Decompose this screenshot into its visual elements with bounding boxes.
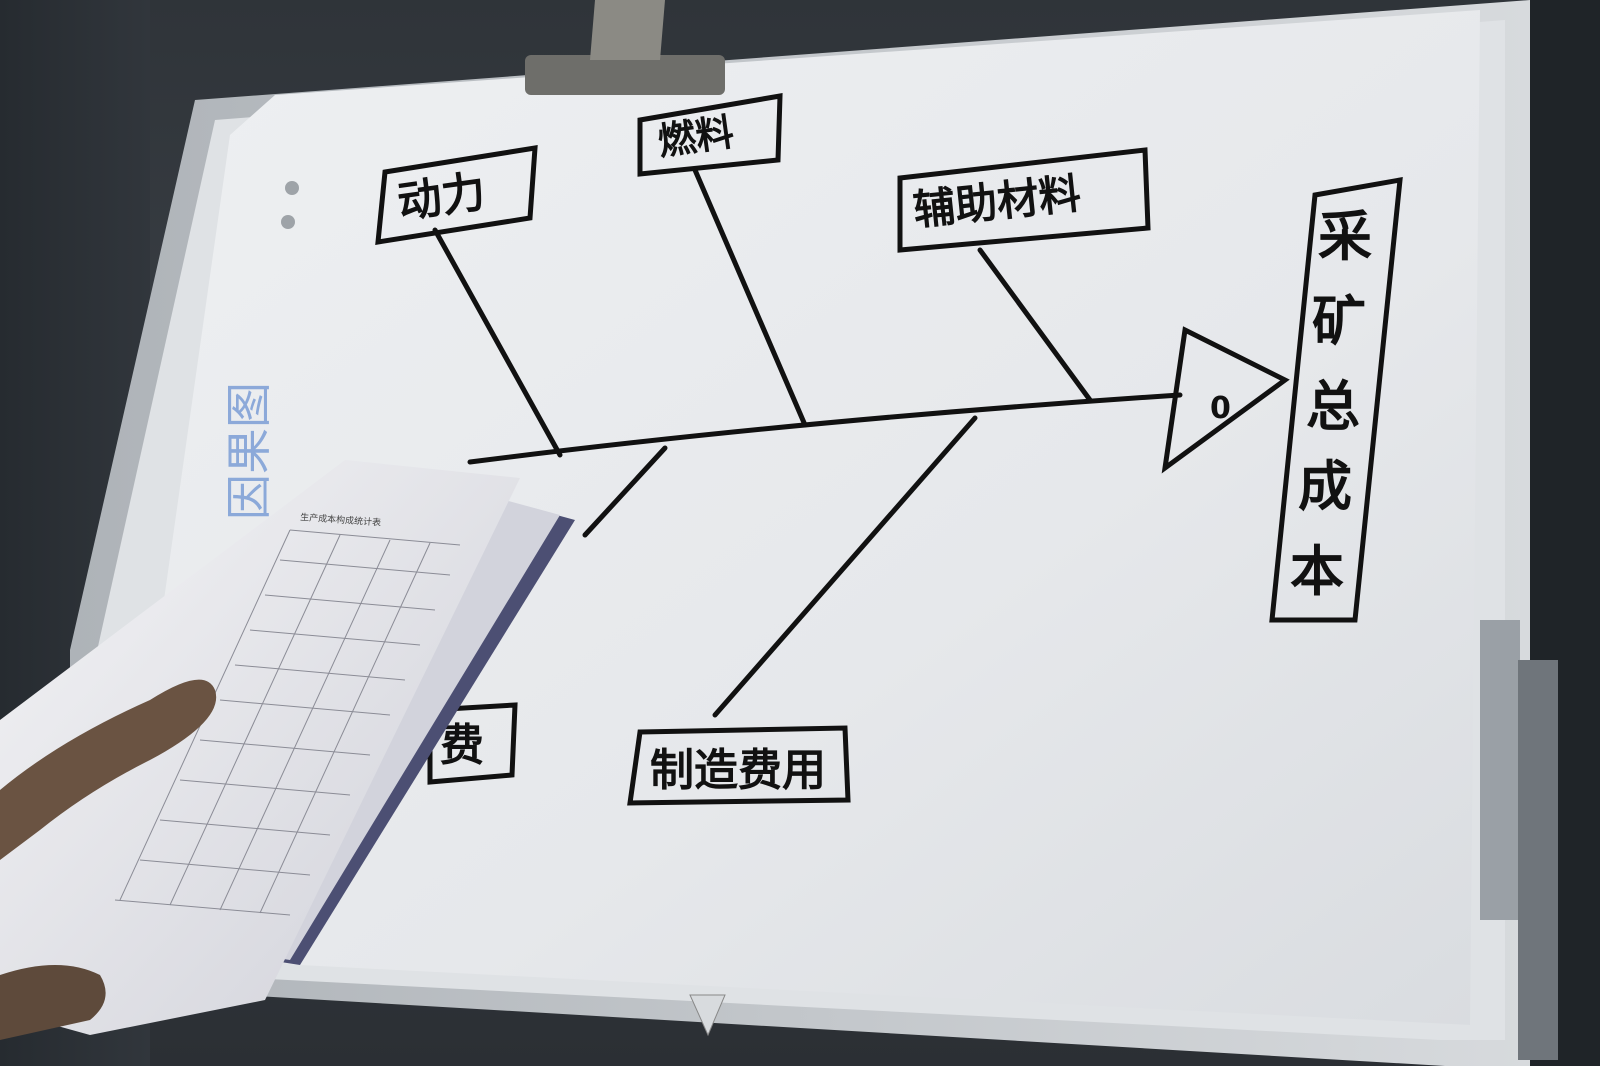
effect-char-5: 本 [1290,540,1344,603]
cause-label-power: 动力 [394,166,488,229]
tray-tab [689,994,726,1037]
effect-char-4: 成 [1298,455,1352,518]
cause-box-top-2 [637,93,783,177]
effect-char-2: 矿 [1312,290,1366,353]
hand-thumb [0,965,106,1040]
side-blue-writing: 因果图 [222,382,276,520]
hand [0,679,217,1040]
effect-char-1: 采 [1318,205,1372,268]
fishbone-diagram [375,93,1403,806]
cause-box-bottom-1 [427,702,518,785]
punch-hole [285,181,299,195]
handout-stack: 生产成本构成统计表 [0,460,575,1035]
fishbone-head [1161,326,1290,474]
rib-top-1 [432,227,563,458]
board-bracket [1480,620,1520,920]
head-mark: 0 [1210,391,1231,426]
punch-hole [281,215,295,229]
board-clip [525,0,725,95]
rib-bottom-1 [582,445,668,538]
effect-label: 采 矿 总 成 本 [1290,205,1372,603]
handout-top-sheet [0,460,520,1035]
effect-box [1269,176,1403,623]
cause-box-top-3 [897,147,1151,253]
cause-label-fuel: 燃料 [655,110,736,164]
cause-label-manufacturing: 制造费用 [650,745,826,796]
hand-fingers [0,679,217,860]
clip-arm [590,0,665,60]
effect-char-3: 总 [1306,375,1360,438]
clip-base [525,55,725,95]
fishbone-spine [467,392,1183,465]
handout-table-grid [114,529,461,916]
cause-label-fee-fragment: 费 [440,720,484,771]
easel-leg [1518,660,1558,1060]
cause-box-bottom-2 [627,725,851,806]
rib-top-3 [977,247,1093,403]
cause-box-top-1 [375,145,538,245]
rib-bottom-2 [712,415,978,718]
rib-top-2 [692,167,808,428]
